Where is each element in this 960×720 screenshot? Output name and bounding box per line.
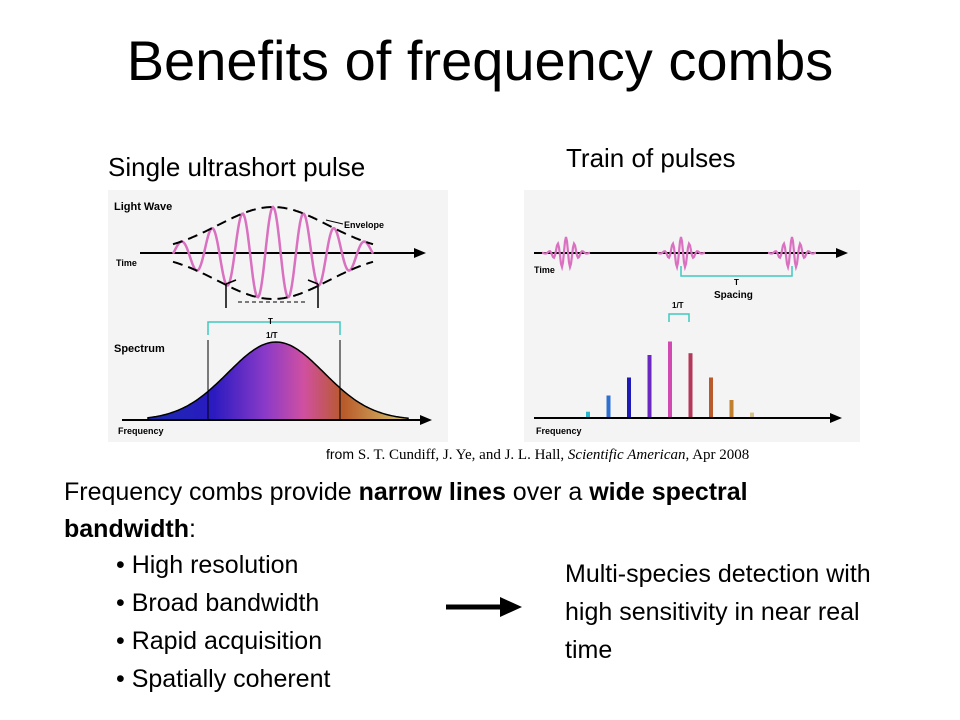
pulse-train-heading: Train of pulses — [566, 143, 736, 173]
comb-line — [709, 377, 713, 418]
comb-line — [586, 411, 590, 418]
benefit-item: High resolution — [116, 546, 330, 584]
benefit-list: High resolution Broad bandwidth Rapid ac… — [116, 546, 331, 698]
citation: from S. T. Cundiff, J. Ye, and J. L. Hal… — [326, 446, 749, 464]
spacing-bracket — [680, 266, 793, 277]
comb-lines — [586, 341, 754, 418]
benefit-item: Broad bandwidth — [116, 584, 330, 622]
citation-date: , Apr 2008 — [685, 447, 750, 463]
frequency-label: Frequency — [118, 426, 164, 436]
body-emph-narrow-lines: narrow lines — [358, 478, 506, 506]
envelope-curve-top — [172, 206, 374, 246]
comb-line — [750, 412, 754, 418]
result-text: Multi-species detection with high sensit… — [565, 560, 871, 664]
comb-line — [729, 400, 734, 418]
citation-journal: Scientific American — [567, 447, 686, 463]
comb-line — [688, 353, 693, 418]
body-statement: Frequency combs provide narrow lines ove… — [64, 474, 864, 548]
spacing-label: Spacing — [714, 290, 753, 301]
pulse-train-figure: Time T Spacing 1/T Frequency — [524, 190, 860, 442]
right-arrow-icon — [446, 597, 522, 617]
envelope-curve-bottom — [172, 260, 374, 300]
comb-line — [627, 377, 631, 418]
spectrum-area — [147, 341, 409, 421]
time-label: Time — [116, 258, 137, 268]
slide-title: Benefits of frequency combs — [126, 29, 834, 92]
tau-label: T — [268, 317, 273, 326]
inverse-tau-label: 1/T — [266, 331, 278, 340]
single-pulse-figure: Light Wave Time Envelope T 1/T Spectrum … — [108, 190, 448, 442]
train-frequency-label: Frequency — [536, 426, 582, 436]
comb-line — [647, 355, 652, 418]
train-inverse-tau-label: 1/T — [672, 301, 684, 310]
light-wave-curve — [171, 205, 375, 299]
pulse-train-curve — [541, 236, 817, 272]
citation-prefix: from — [326, 446, 354, 462]
comb-line — [606, 395, 611, 418]
train-time-label: Time — [534, 265, 555, 275]
envelope-pointer — [325, 219, 344, 225]
citation-reference: S. T. Cundiff, J. Ye, and J. L. Hall, — [357, 447, 568, 463]
benefit-item: Spatially coherent — [116, 660, 331, 698]
body-text-2: over a — [505, 478, 590, 506]
body-text-3: : — [188, 515, 196, 543]
spacing-symbol-label: T — [734, 278, 739, 287]
body-text-1: Frequency combs provide — [64, 478, 359, 506]
single-pulse-heading: Single ultrashort pulse — [108, 152, 366, 182]
envelope-label: Envelope — [344, 220, 384, 230]
light-wave-label: Light Wave — [114, 201, 172, 213]
spectrum-label: Spectrum — [114, 343, 165, 355]
comb-line — [668, 341, 672, 418]
body-emph-wide-bandwidth: wide spectral bandwidth — [64, 478, 748, 543]
benefit-item: Rapid acquisition — [116, 622, 330, 660]
